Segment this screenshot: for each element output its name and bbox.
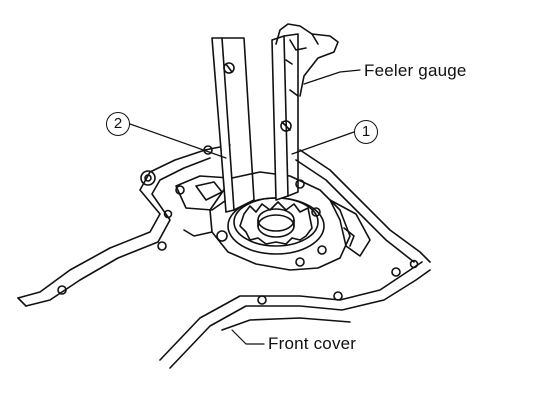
inner-gear [239, 201, 313, 245]
leader-callout-1 [291, 131, 355, 155]
leader-front-cover [231, 329, 265, 345]
feeler-gauge-blade-2 [211, 37, 255, 213]
hand [275, 23, 339, 97]
front-cover-label: Front cover [268, 334, 357, 353]
leader-feeler-gauge [303, 69, 361, 85]
feeler-gauge-label: Feeler gauge [364, 61, 467, 80]
callout-1: 1 [354, 120, 378, 144]
feeler-gauge-blade-1 [271, 33, 299, 201]
bolt-holes [57, 145, 419, 305]
pump-housing [175, 171, 371, 271]
leader-lines [129, 69, 361, 345]
callout-2: 2 [106, 112, 130, 136]
leader-callout-2 [129, 123, 227, 159]
front-cover-outline [17, 144, 431, 369]
